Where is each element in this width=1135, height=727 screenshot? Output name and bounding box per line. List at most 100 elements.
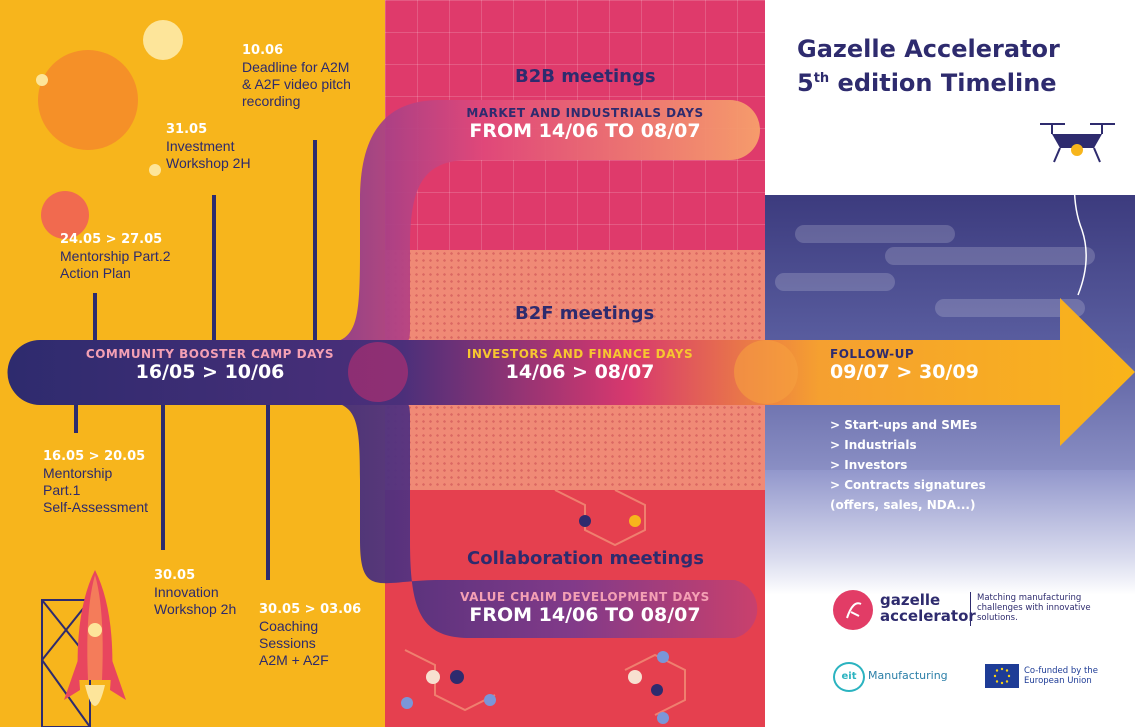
market-band: MARKET AND INDUSTRIALS DAYS FROM 14/06 T…: [435, 106, 735, 142]
timeline-stem: [266, 405, 270, 580]
eit-logo-text: eit: [841, 671, 857, 682]
tagline-line1: Matching manufacturing: [977, 593, 1082, 603]
milestone-text: Deadline for A2M: [242, 59, 350, 75]
milestone-text: A2M + A2F: [259, 652, 329, 668]
milestone-deadline-video: 10.06 Deadline for A2M & A2F video pitch…: [242, 42, 351, 110]
timeline-stem: [212, 195, 216, 340]
followup-list-item: > Contracts signatures: [830, 478, 986, 492]
title-edition-rest: edition Timeline: [829, 69, 1057, 97]
b2f-title: B2F meetings: [515, 303, 655, 324]
sun-circle: [38, 50, 138, 150]
molecule-node-circle: [401, 697, 413, 709]
milestone-date: 31.05: [166, 122, 208, 137]
milestone-text: Mentorship: [43, 465, 113, 481]
milestone-text: Innovation: [154, 584, 219, 600]
title-line1: Gazelle Accelerator: [797, 35, 1060, 63]
value-chain-band: VALUE CHAIM DEVELOPMENT DAYS FROM 14/06 …: [435, 590, 735, 626]
b2b-title: B2B meetings: [515, 66, 656, 87]
followup-list: > Start-ups and SMEs > Industrials > Inv…: [830, 415, 986, 515]
milestone-date: 10.06: [242, 43, 284, 58]
timeline-stem: [93, 293, 97, 340]
milestone-text: Part.1: [43, 482, 81, 498]
planet-circle: [41, 191, 89, 239]
molecule-node-circle: [651, 684, 663, 696]
milestone-text: Investment: [166, 138, 235, 154]
community-band-label: COMMUNITY BOOSTER CAMP DAYS: [85, 347, 335, 361]
milestone-date: 30.05 > 03.06: [259, 602, 362, 617]
milestone-text: Workshop 2H: [166, 155, 251, 171]
milestone-text: Workshop 2h: [154, 601, 237, 617]
molecule-node-circle: [657, 712, 669, 724]
followup-band-dates: 09/07 > 30/09: [830, 361, 979, 383]
milestone-date: 30.05: [154, 568, 196, 583]
gazelle-logo-line2: accelerator: [880, 607, 976, 625]
molecule-node-circle: [657, 651, 669, 663]
molecule-node-circle: [426, 670, 440, 684]
eu-cofunded-label: Co-funded by the European Union: [1024, 666, 1098, 686]
title-line2: 5th edition Timeline: [797, 64, 1060, 98]
timeline-stem: [74, 405, 78, 433]
milestone-text: Sessions: [259, 635, 316, 651]
eit-logo-icon: eit: [833, 662, 865, 692]
milestone-mentorship-part2: 24.05 > 27.05 Mentorship Part.2 Action P…: [60, 231, 171, 282]
milestone-text: Action Plan: [60, 265, 131, 281]
white-panel: [765, 0, 1135, 195]
white-bottom-panel: [765, 595, 1135, 727]
milestone-investment-workshop: 31.05 Investment Workshop 2H: [166, 121, 251, 172]
timeline-stem: [161, 405, 165, 550]
molecule-node-circle: [484, 694, 496, 706]
gazelle-logo-icon: [833, 590, 873, 630]
milestone-text: & A2F video pitch: [242, 76, 351, 92]
followup-band: FOLLOW-UP 09/07 > 30/09: [830, 347, 979, 383]
timeline-stem: [313, 140, 317, 340]
title-edition-number: 5: [797, 69, 814, 97]
investors-band-label: INVESTORS AND FINANCE DAYS: [466, 347, 694, 361]
tagline-line3: solutions.: [977, 613, 1018, 623]
eu-line2: European Union: [1024, 676, 1092, 686]
eu-flag-icon: [985, 664, 1019, 688]
tagline-line2: challenges with innovative: [977, 603, 1091, 613]
milestone-text: Self-Assessment: [43, 499, 149, 515]
value-chain-band-dates: FROM 14/06 TO 08/07: [469, 604, 701, 626]
milestone-date: 24.05 > 27.05: [60, 232, 163, 247]
milestone-text: Coaching: [259, 618, 319, 634]
milestone-date: 16.05 > 20.05: [43, 449, 146, 464]
value-chain-band-label: VALUE CHAIM DEVELOPMENT DAYS: [460, 590, 710, 604]
milestone-text: recording: [242, 93, 301, 109]
followup-band-label: FOLLOW-UP: [830, 347, 915, 361]
gazelle-logo-line1: gazelle: [880, 591, 941, 609]
milestone-innovation-workshop: 30.05 Innovation Workshop 2h: [154, 567, 236, 618]
yellow-decor-svg: [36, 20, 183, 727]
molecule-node-circle: [450, 670, 464, 684]
drone-icon: [1040, 123, 1115, 296]
title-edition-suffix: th: [813, 71, 830, 86]
moon-circle: [143, 20, 183, 60]
followup-list-item: (offers, sales, NDA...): [830, 498, 976, 512]
molecule-node-circle: [579, 515, 591, 527]
gazelle-tagline: Matching manufacturing challenges with i…: [977, 593, 1091, 623]
community-band-dates: 16/05 > 10/06: [135, 361, 285, 383]
sky-gradient-lower: [765, 470, 1135, 595]
milestone-mentorship-part1: 16.05 > 20.05 Mentorship Part.1 Self-Ass…: [43, 448, 148, 516]
community-band: COMMUNITY BOOSTER CAMP DAYS 16/05 > 10/0…: [50, 347, 370, 383]
eit-manufacturing-label: Manufacturing: [868, 669, 948, 682]
small-star-circle: [36, 74, 48, 86]
small-star-circle: [149, 164, 161, 176]
logo-divider: [970, 592, 971, 626]
rocket-icon: [41, 570, 126, 727]
investors-band-dates: 14/06 > 08/07: [505, 361, 655, 383]
followup-list-item: > Industrials: [830, 438, 917, 452]
followup-list-item: > Start-ups and SMEs: [830, 418, 978, 432]
eu-line1: Co-funded by the: [1024, 666, 1098, 676]
market-band-label: MARKET AND INDUSTRIALS DAYS: [466, 106, 704, 120]
molecule-decor-svg: [401, 490, 686, 724]
milestone-coaching-sessions: 30.05 > 03.06 Coaching Sessions A2M + A2…: [259, 601, 361, 669]
followup-list-item: > Investors: [830, 458, 908, 472]
molecule-node-circle: [629, 515, 641, 527]
page-title: Gazelle Accelerator 5th edition Timeline: [797, 34, 1060, 98]
molecule-node-circle: [628, 670, 642, 684]
milestone-text: Mentorship Part.2: [60, 248, 171, 264]
gazelle-logo-text: gazelle accelerator: [880, 592, 976, 624]
collaboration-title: Collaboration meetings: [467, 548, 704, 569]
